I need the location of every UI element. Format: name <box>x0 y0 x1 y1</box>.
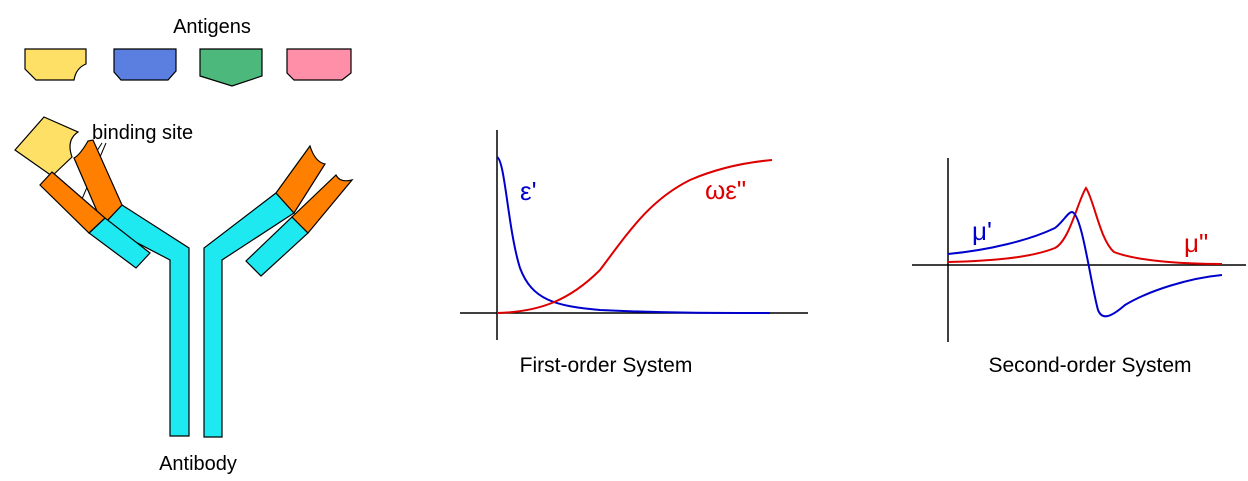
mu-dprime-label: μ" <box>1184 228 1208 258</box>
antigen-green <box>200 49 262 86</box>
second-order-plot: μ' μ" Second-order System <box>912 158 1246 377</box>
second-order-caption: Second-order System <box>988 354 1191 377</box>
first-order-plot: ε' ωε" First-order System <box>460 130 808 377</box>
bound-antigen-yellow <box>15 117 78 176</box>
mu-prime-label: μ' <box>972 216 992 246</box>
antigen-pink <box>287 49 351 80</box>
antibody-diagram: Antigens binding site Antibody <box>15 16 352 475</box>
antigens-label: Antigens <box>173 16 251 38</box>
antigen-yellow <box>25 49 86 80</box>
antigen-blue <box>114 49 176 80</box>
first-order-caption: First-order System <box>520 354 693 377</box>
binding-site-label: binding site <box>92 122 193 144</box>
eps-prime-label: ε' <box>520 176 537 206</box>
antibody-label: Antibody <box>159 453 237 475</box>
omega-eps-dprime-label: ωε" <box>705 175 746 205</box>
